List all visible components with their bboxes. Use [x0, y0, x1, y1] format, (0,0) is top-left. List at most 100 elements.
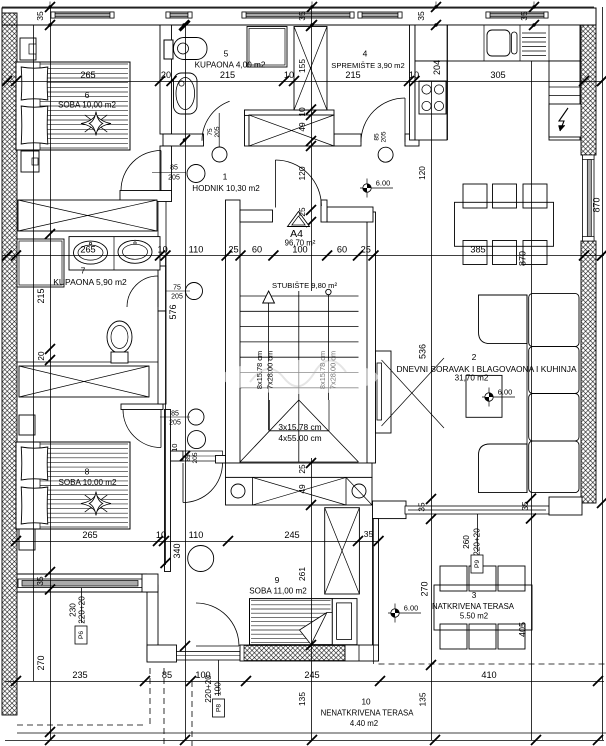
svg-text:35: 35 — [297, 11, 307, 21]
svg-text:220+20: 220+20 — [473, 528, 482, 556]
svg-text:215: 215 — [36, 288, 46, 303]
svg-text:260: 260 — [462, 535, 471, 549]
svg-text:25: 25 — [297, 464, 307, 474]
svg-text:4: 4 — [363, 49, 368, 59]
svg-text:870: 870 — [518, 251, 528, 266]
svg-text:220+20: 220+20 — [204, 675, 213, 703]
svg-text:265: 265 — [80, 70, 95, 80]
svg-text:85: 85 — [170, 165, 178, 172]
svg-text:576: 576 — [168, 304, 178, 319]
svg-text:31,70 m2: 31,70 m2 — [455, 374, 489, 383]
svg-text:215: 215 — [220, 70, 235, 80]
svg-text:25: 25 — [228, 245, 238, 255]
svg-text:SOBA 10,00 m2: SOBA 10,00 m2 — [58, 101, 117, 110]
svg-text:10: 10 — [409, 70, 419, 80]
svg-text:85: 85 — [162, 670, 172, 680]
svg-text:P9: P9 — [474, 560, 481, 568]
svg-text:NENATKRIVENA TERASA: NENATKRIVENA TERASA — [321, 709, 415, 718]
svg-text:6: 6 — [85, 90, 90, 100]
svg-text:3: 3 — [472, 591, 477, 600]
svg-text:4.40 m2: 4.40 m2 — [350, 719, 378, 728]
svg-text:8x15.78 cm: 8x15.78 cm — [255, 351, 264, 389]
svg-text:205: 205 — [381, 131, 388, 142]
svg-text:85: 85 — [171, 411, 179, 418]
svg-text:75: 75 — [207, 128, 214, 136]
svg-text:25: 25 — [297, 207, 307, 217]
svg-text:5: 5 — [224, 49, 229, 59]
svg-text:2: 2 — [472, 352, 477, 362]
svg-text:100: 100 — [195, 670, 210, 680]
svg-text:215: 215 — [345, 70, 360, 80]
svg-text:7x28.00 cm: 7x28.00 cm — [266, 351, 275, 389]
svg-text:870: 870 — [592, 197, 602, 212]
svg-text:20: 20 — [37, 351, 46, 361]
svg-text:110: 110 — [189, 245, 204, 255]
svg-text:35: 35 — [364, 529, 374, 539]
svg-text:205: 205 — [192, 452, 199, 463]
svg-text:35: 35 — [36, 576, 45, 586]
svg-text:261: 261 — [297, 567, 307, 581]
svg-text:204: 204 — [432, 60, 442, 75]
svg-text:DNEVNI BORAVAK I BLAGOVAONA I: DNEVNI BORAVAK I BLAGOVAONA I KUHINJA — [396, 364, 577, 374]
svg-text:75: 75 — [173, 285, 181, 292]
svg-text:10: 10 — [361, 698, 371, 707]
svg-text:SOBA 11,00 m2: SOBA 11,00 m2 — [249, 587, 307, 596]
svg-text:STUBIŠTE 9,80 m²: STUBIŠTE 9,80 m² — [272, 281, 337, 290]
svg-text:HODNIK 10,30 m2: HODNIK 10,30 m2 — [192, 184, 260, 193]
svg-text:6.00: 6.00 — [404, 604, 418, 613]
svg-text:265: 265 — [80, 245, 95, 255]
svg-text:9: 9 — [275, 575, 280, 585]
svg-text:135: 135 — [297, 692, 307, 706]
svg-text:245: 245 — [284, 530, 299, 540]
svg-text:35: 35 — [521, 501, 530, 511]
svg-text:49: 49 — [297, 122, 307, 132]
svg-text:25: 25 — [361, 245, 371, 255]
svg-text:235: 235 — [72, 670, 87, 680]
svg-text:35: 35 — [416, 11, 426, 21]
svg-text:7x28.00 cm: 7x28.00 cm — [329, 351, 338, 389]
svg-text:35: 35 — [35, 11, 45, 21]
svg-text:P8: P8 — [216, 704, 223, 712]
svg-text:P6: P6 — [78, 631, 85, 639]
svg-text:6.00: 6.00 — [498, 388, 512, 397]
svg-text:96,70 m²: 96,70 m² — [285, 239, 316, 248]
svg-text:120: 120 — [297, 166, 307, 180]
svg-text:4x55.00 cm: 4x55.00 cm — [278, 433, 321, 443]
svg-text:410: 410 — [481, 670, 496, 680]
svg-text:205: 205 — [171, 294, 183, 301]
svg-text:8x15.78 cm: 8x15.78 cm — [318, 351, 327, 389]
svg-text:6.00: 6.00 — [376, 179, 390, 188]
svg-text:10: 10 — [297, 107, 307, 117]
svg-text:110: 110 — [189, 530, 204, 540]
svg-text:230: 230 — [69, 603, 78, 617]
svg-text:205: 205 — [168, 175, 180, 182]
svg-text:405: 405 — [518, 622, 528, 637]
svg-text:35: 35 — [418, 502, 427, 512]
svg-text:340: 340 — [172, 543, 182, 558]
svg-text:270: 270 — [420, 581, 430, 596]
svg-text:385: 385 — [470, 245, 485, 255]
svg-text:49: 49 — [297, 484, 307, 494]
svg-text:1: 1 — [223, 172, 228, 182]
svg-text:135: 135 — [418, 692, 428, 706]
svg-text:265: 265 — [82, 530, 97, 540]
svg-text:60: 60 — [252, 245, 262, 255]
svg-text:100: 100 — [292, 245, 307, 255]
svg-text:536: 536 — [418, 344, 428, 359]
svg-text:120: 120 — [418, 166, 427, 180]
svg-text:35: 35 — [519, 11, 529, 21]
svg-text:20: 20 — [161, 70, 171, 80]
svg-text:305: 305 — [490, 70, 505, 80]
svg-text:KUPAONA 4,00 m2: KUPAONA 4,00 m2 — [195, 61, 266, 70]
svg-text:205: 205 — [214, 126, 221, 137]
svg-text:60: 60 — [337, 245, 347, 255]
svg-text:5.50 m2: 5.50 m2 — [460, 612, 488, 621]
svg-text:100: 100 — [214, 682, 223, 696]
svg-text:SOBA 10,00 m2: SOBA 10,00 m2 — [58, 478, 117, 487]
svg-text:NATKRIVENA TERASA: NATKRIVENA TERASA — [432, 602, 515, 611]
svg-text:245: 245 — [304, 670, 319, 680]
svg-text:205: 205 — [169, 420, 181, 427]
svg-text:85: 85 — [185, 454, 192, 462]
svg-text:10: 10 — [284, 70, 294, 80]
svg-text:10: 10 — [157, 245, 167, 255]
